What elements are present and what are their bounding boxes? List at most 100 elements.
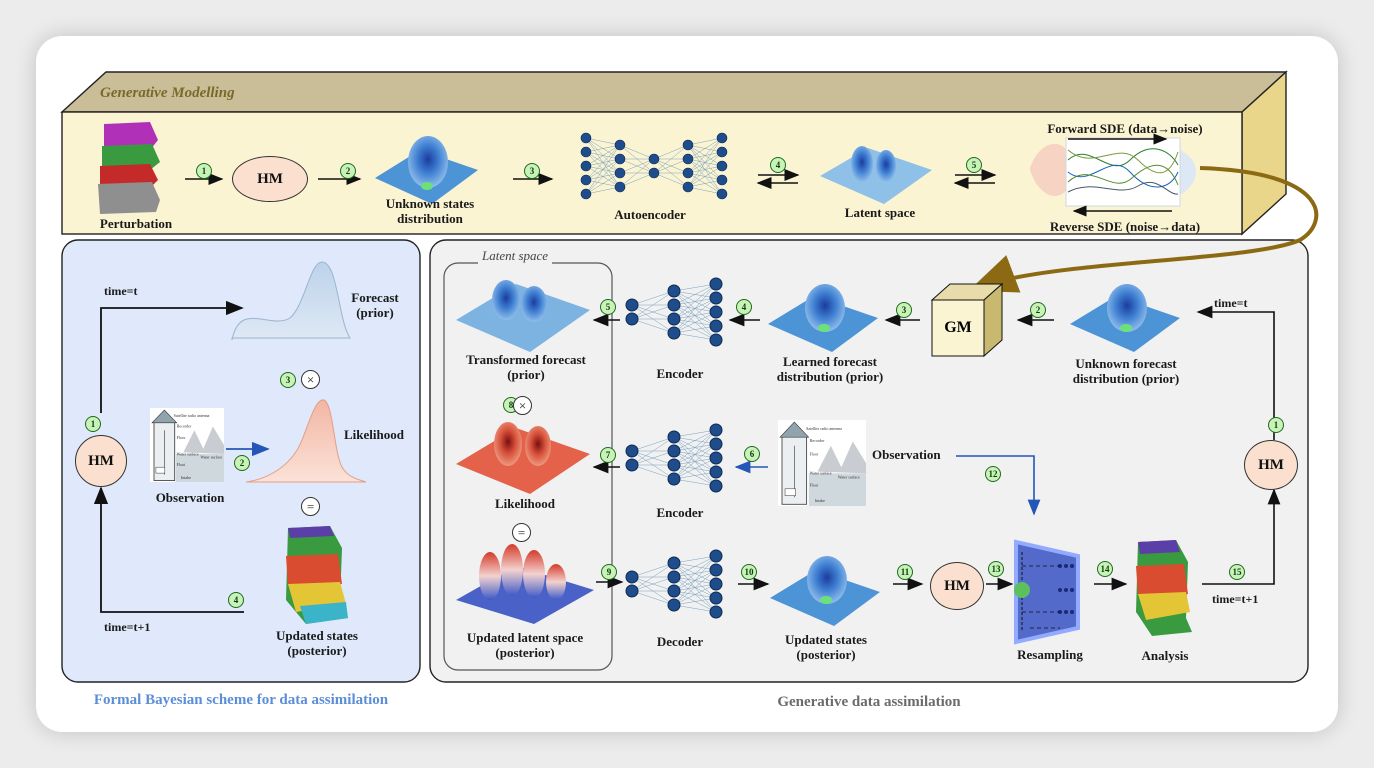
step-badge: 15: [1229, 564, 1245, 580]
latent-space-surface-image: [820, 146, 932, 204]
network-node: [709, 423, 723, 437]
station-hills: [817, 441, 866, 474]
hm-node-left: HM: [75, 435, 127, 487]
network-node: [580, 146, 592, 158]
updated-states-label: Updated states (posterior): [785, 632, 867, 662]
encoder-1-label: Encoder: [656, 366, 704, 381]
generative-da-caption: Generative data assimilation: [777, 694, 961, 710]
left-time-t1-label: time=t+1: [104, 620, 151, 634]
hm-node-top: HM: [232, 156, 308, 202]
network-edge: [673, 443, 717, 480]
resampling-image: [1014, 539, 1080, 645]
network-edge: [653, 144, 689, 160]
station-text: Water surface: [810, 471, 832, 476]
step-badge: 11: [897, 564, 913, 580]
network-node: [667, 326, 681, 340]
network-edge: [631, 436, 675, 452]
network-edge: [673, 283, 717, 306]
network-edge: [673, 283, 717, 334]
network-edge: [585, 186, 621, 195]
station-text: Floor: [810, 452, 819, 457]
step-badge: 2: [234, 455, 250, 471]
network-edge: [687, 151, 723, 188]
network-node: [716, 132, 728, 144]
station-text: Water surface: [177, 451, 199, 456]
step-badge: 4: [770, 157, 786, 173]
network-edge: [687, 165, 723, 188]
step-badge: 1: [85, 416, 101, 432]
station-float: [784, 488, 796, 496]
generative-da-panel: [429, 239, 1309, 683]
network-node: [682, 167, 694, 179]
network-node: [709, 591, 723, 605]
network-edge: [673, 325, 717, 334]
station-text: Floor: [177, 435, 186, 440]
network-edge: [585, 144, 621, 195]
network-edge: [585, 144, 621, 153]
step-badge: 10: [741, 564, 757, 580]
hm-node-right-mid: HM: [930, 562, 984, 610]
network-edge: [673, 429, 717, 466]
step-badge: 5: [966, 157, 982, 173]
network-edge: [631, 304, 675, 320]
step-badge: 4: [228, 592, 244, 608]
step-badge: 14: [1097, 561, 1113, 577]
left-updated-states-label: Updated states (posterior): [276, 628, 358, 658]
station-text: Recorder: [177, 423, 192, 428]
network-edge: [673, 583, 717, 606]
network-node: [716, 174, 728, 186]
network-node: [709, 563, 723, 577]
network-edge: [673, 555, 717, 606]
network-node: [667, 570, 681, 584]
step-badge: 3: [280, 372, 296, 388]
encoder-2-label: Encoder: [656, 505, 704, 520]
station-text: Intake: [815, 498, 825, 503]
network-edge: [631, 464, 675, 480]
network-edge: [631, 290, 675, 320]
autoencoder-network-image: [580, 132, 728, 200]
generative-modelling-title: Generative Modelling: [100, 85, 235, 101]
network-edge: [585, 137, 621, 146]
network-edge: [631, 590, 675, 606]
network-node: [614, 181, 626, 193]
station-water: [808, 473, 866, 506]
network-edge: [673, 597, 717, 606]
right-observation-station-image: Satellite radio antennaRecorderFloorWate…: [778, 420, 866, 506]
network-node: [667, 472, 681, 486]
network-edge: [673, 311, 717, 334]
unknown-states-label: Unknown states distribution: [385, 196, 475, 226]
bayesian-caption: Formal Bayesian scheme for data assimila…: [93, 692, 389, 708]
network-edge: [653, 144, 689, 174]
network-edge: [673, 283, 717, 320]
station-text: Recorder: [810, 438, 825, 443]
station-text: Satellite radio antenna: [174, 413, 210, 418]
latent-space-label: Latent space: [844, 205, 916, 220]
station-text: Float: [177, 462, 186, 467]
network-edge: [687, 137, 723, 174]
latent-equals-operator: =: [512, 523, 531, 542]
network-node: [709, 479, 723, 493]
network-node: [709, 437, 723, 451]
network-node: [614, 167, 626, 179]
network-node: [625, 570, 639, 584]
right-time-t1-label: time=t+1: [1212, 592, 1259, 606]
latent-likelihood-surface-image: [456, 422, 590, 494]
network-node: [682, 139, 694, 151]
network-edge: [619, 158, 655, 188]
network-edge: [673, 555, 717, 592]
network-edge: [687, 179, 723, 188]
network-node: [682, 153, 694, 165]
station-float: [155, 466, 166, 474]
transformed-forecast-surface-image: [456, 280, 590, 352]
network-edge: [631, 562, 675, 592]
left-forecast-curve: [231, 261, 351, 341]
resampling-label: Resampling: [1017, 647, 1083, 662]
network-edge: [631, 318, 675, 334]
hm-node-right: HM: [1244, 440, 1298, 490]
network-node: [716, 146, 728, 158]
network-node: [667, 430, 681, 444]
network-edge: [673, 471, 717, 480]
top-arrows: [185, 169, 997, 189]
station-text: Water surface: [838, 474, 860, 479]
network-node: [625, 312, 639, 326]
